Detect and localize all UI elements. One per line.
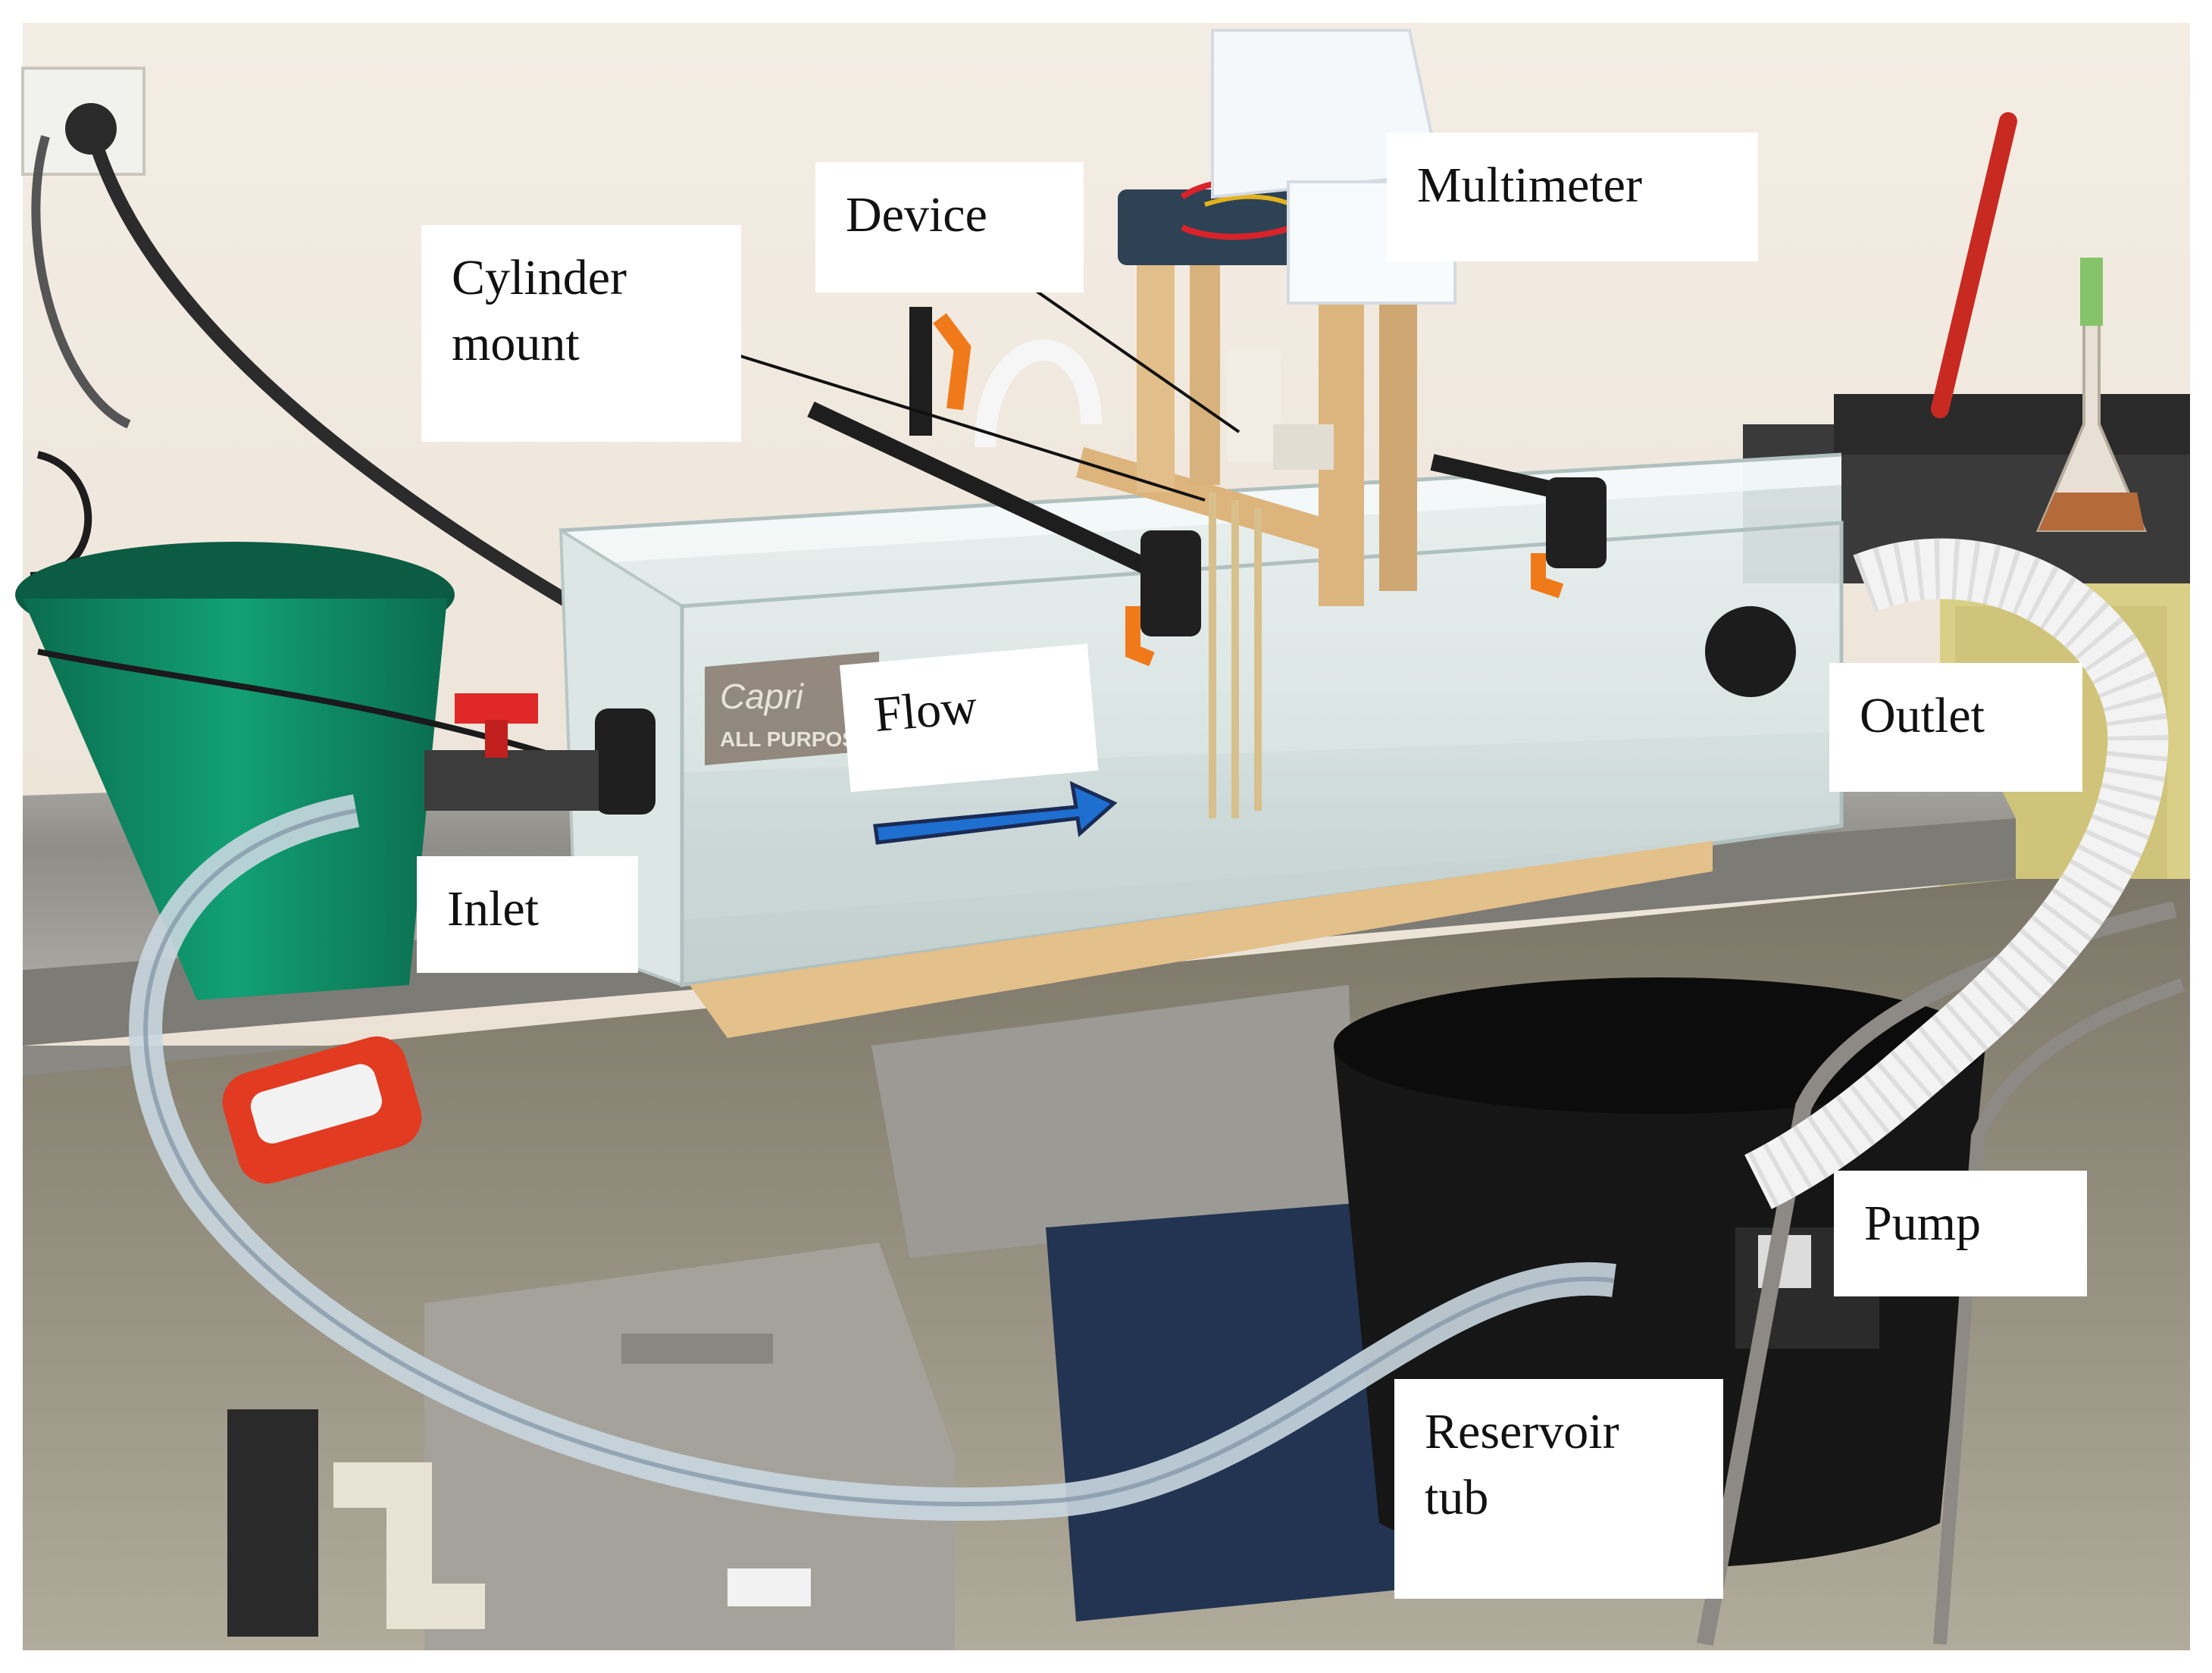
tank-sticker-text: ALL PURPOS — [720, 727, 856, 751]
device-label-text: Device — [846, 187, 987, 242]
outlet-label: Outlet — [1829, 663, 2082, 792]
reservoir-tub-label-line2: tub — [1425, 1470, 1489, 1526]
outlet-label-text: Outlet — [1860, 688, 1985, 743]
multimeter-label: Multimeter — [1387, 133, 1758, 261]
inlet-label: Inlet — [417, 856, 638, 973]
device-label: Device — [815, 162, 1084, 292]
cylinder-mount-label-line1: Cylinder — [452, 250, 627, 305]
flow-label: Flow — [840, 643, 1099, 793]
pump-label-text: Pump — [1864, 1196, 1982, 1251]
cylinder-mount-label: Cylinder mount — [421, 225, 741, 442]
flow-label-text: Flow — [871, 678, 980, 743]
cylinder-mount-pointer-line — [715, 347, 1206, 502]
device-pointer-line — [1014, 275, 1241, 433]
cylinder-mount-label-line2: mount — [452, 316, 580, 372]
pump-label: Pump — [1834, 1171, 2087, 1296]
flow-arrow — [873, 780, 1118, 845]
tank-brand-text: Capri — [720, 677, 805, 716]
multimeter-label-text: Multimeter — [1417, 158, 1642, 213]
inlet-label-text: Inlet — [447, 881, 539, 937]
reservoir-tub-label: Reservoir tub — [1394, 1379, 1723, 1599]
reservoir-tub-label-line1: Reservoir — [1425, 1404, 1619, 1459]
